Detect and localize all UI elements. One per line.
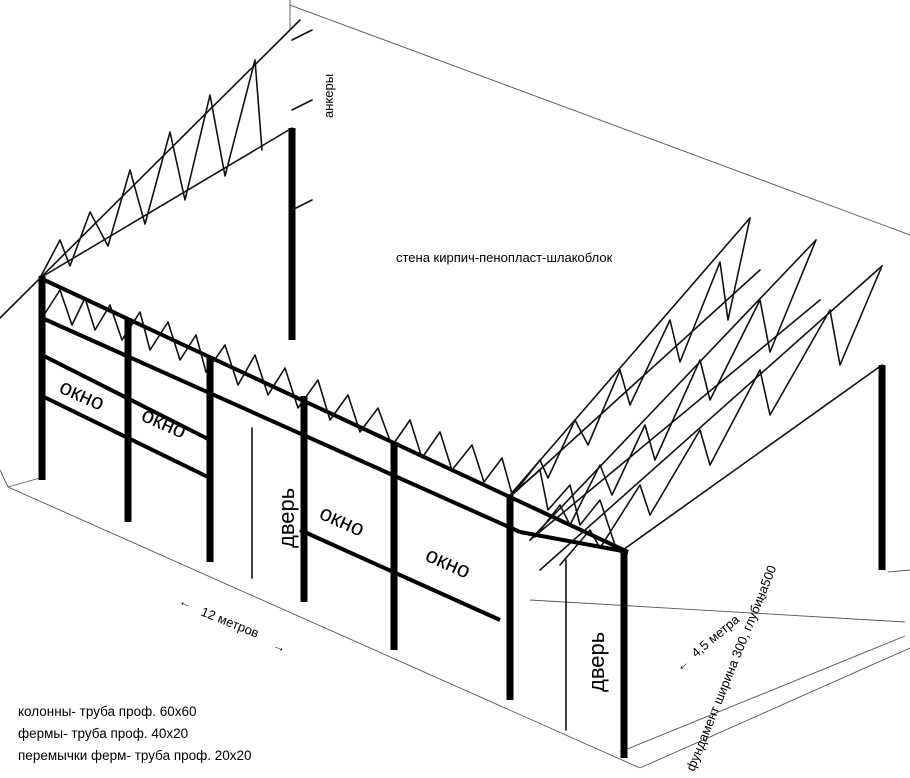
ground-plane	[0, 469, 910, 769]
wall-label: стена кирпич-пенопласт-шлакоблок	[396, 250, 613, 265]
material-notes: колонны- труба проф. 60х60 фермы- труба …	[18, 704, 252, 763]
left-gable-truss	[0, 19, 313, 340]
right-trusses	[509, 217, 886, 571]
window-label-1: окно	[56, 374, 108, 416]
length-arrow-right: →	[271, 637, 289, 656]
note-trusses: фермы- труба проф. 40х20	[18, 726, 188, 741]
door-label-1: дверь	[274, 488, 299, 548]
width-arrow-left: ←	[672, 654, 692, 674]
foundation-label: фундамент ширина 300, глубина500	[683, 563, 780, 773]
window-label-3: окно	[316, 500, 368, 542]
window-label-2: окно	[138, 402, 190, 444]
window-label-4: окно	[422, 542, 474, 584]
length-dimension-text: 12 метров	[199, 604, 261, 641]
back-wall	[289, 0, 910, 236]
note-columns: колонны- труба проф. 60х60	[18, 704, 197, 719]
length-arrow-left: ←	[177, 593, 195, 612]
anchors-label: анкеры	[321, 74, 336, 118]
columns	[38, 276, 628, 758]
note-truss-braces: перемычки ферм- труба проф. 20х20	[18, 748, 252, 763]
length-dimension: 12 метров ← →	[177, 593, 289, 656]
door-label-2: дверь	[584, 632, 609, 692]
